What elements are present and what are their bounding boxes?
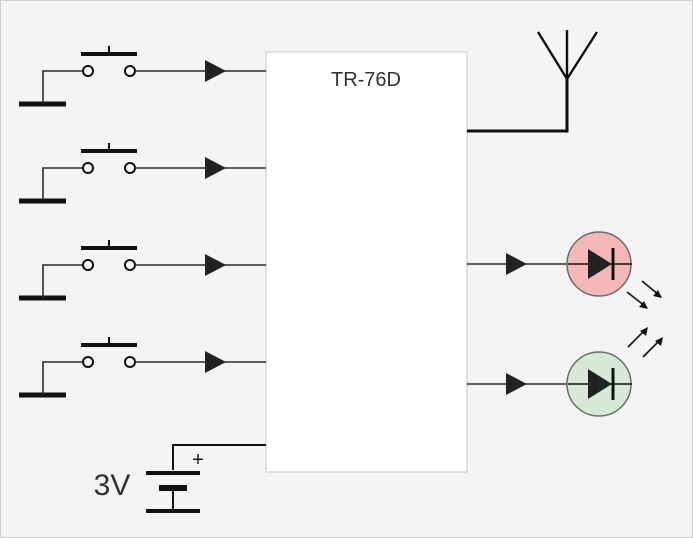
push-button-input [19, 46, 266, 107]
push-button-input [19, 240, 266, 301]
switch-contact [82, 259, 94, 271]
led-output [467, 231, 632, 297]
diode-icon [588, 249, 612, 279]
signal-arrow-icon [205, 351, 226, 373]
ground-wire [42, 70, 83, 104]
switch-contact [124, 65, 136, 77]
antenna-arm-right [565, 31, 599, 80]
antenna-arm-left [536, 31, 569, 80]
emission-arrow-icon [641, 280, 662, 298]
ground-wire [42, 361, 83, 395]
led-outputs [467, 231, 632, 417]
switch-contact [82, 162, 94, 174]
battery-positive-wire [172, 444, 266, 470]
switch-contact [124, 162, 136, 174]
battery: + 3V [94, 444, 266, 513]
signal-arrow-icon [506, 253, 527, 275]
signal-arrow-icon [205, 157, 226, 179]
switch-contact [82, 65, 94, 77]
chip: TR-76D [265, 51, 468, 473]
emission-arrow-icon [626, 291, 648, 309]
battery-voltage-label: 3V [94, 469, 131, 502]
switch-contact [124, 356, 136, 368]
antenna [467, 30, 599, 133]
light-emission-arrows [626, 280, 663, 358]
incoming-arrow-icon [627, 327, 648, 348]
switch-contact [124, 259, 136, 271]
ground-wire [42, 167, 83, 201]
push-button-input [19, 337, 266, 398]
ground-wire [42, 264, 83, 298]
chip-body [265, 51, 468, 473]
led-output [467, 351, 632, 417]
switch-contact [82, 356, 94, 368]
battery-polarity-label: + [192, 449, 204, 471]
incoming-arrow-icon [642, 337, 663, 358]
push-button-input [19, 143, 266, 204]
signal-arrow-icon [205, 254, 226, 276]
diode-icon [588, 369, 612, 399]
signal-arrow-icon [205, 60, 226, 82]
signal-arrow-icon [506, 373, 527, 395]
antenna-wire [467, 79, 569, 133]
button-inputs [19, 46, 266, 398]
chip-label: TR-76D [331, 69, 401, 91]
